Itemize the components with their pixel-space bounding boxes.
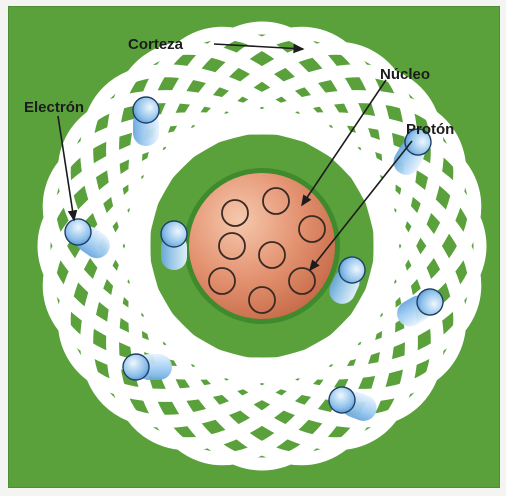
nucleus xyxy=(184,168,340,324)
label-corteza: Corteza xyxy=(128,36,184,53)
electron xyxy=(123,354,172,380)
electron xyxy=(133,97,159,146)
label-proton: Protón xyxy=(406,121,454,138)
label-nucleo: Núcleo xyxy=(380,66,430,83)
label-electron: Electrón xyxy=(24,99,84,116)
electron xyxy=(161,221,187,270)
